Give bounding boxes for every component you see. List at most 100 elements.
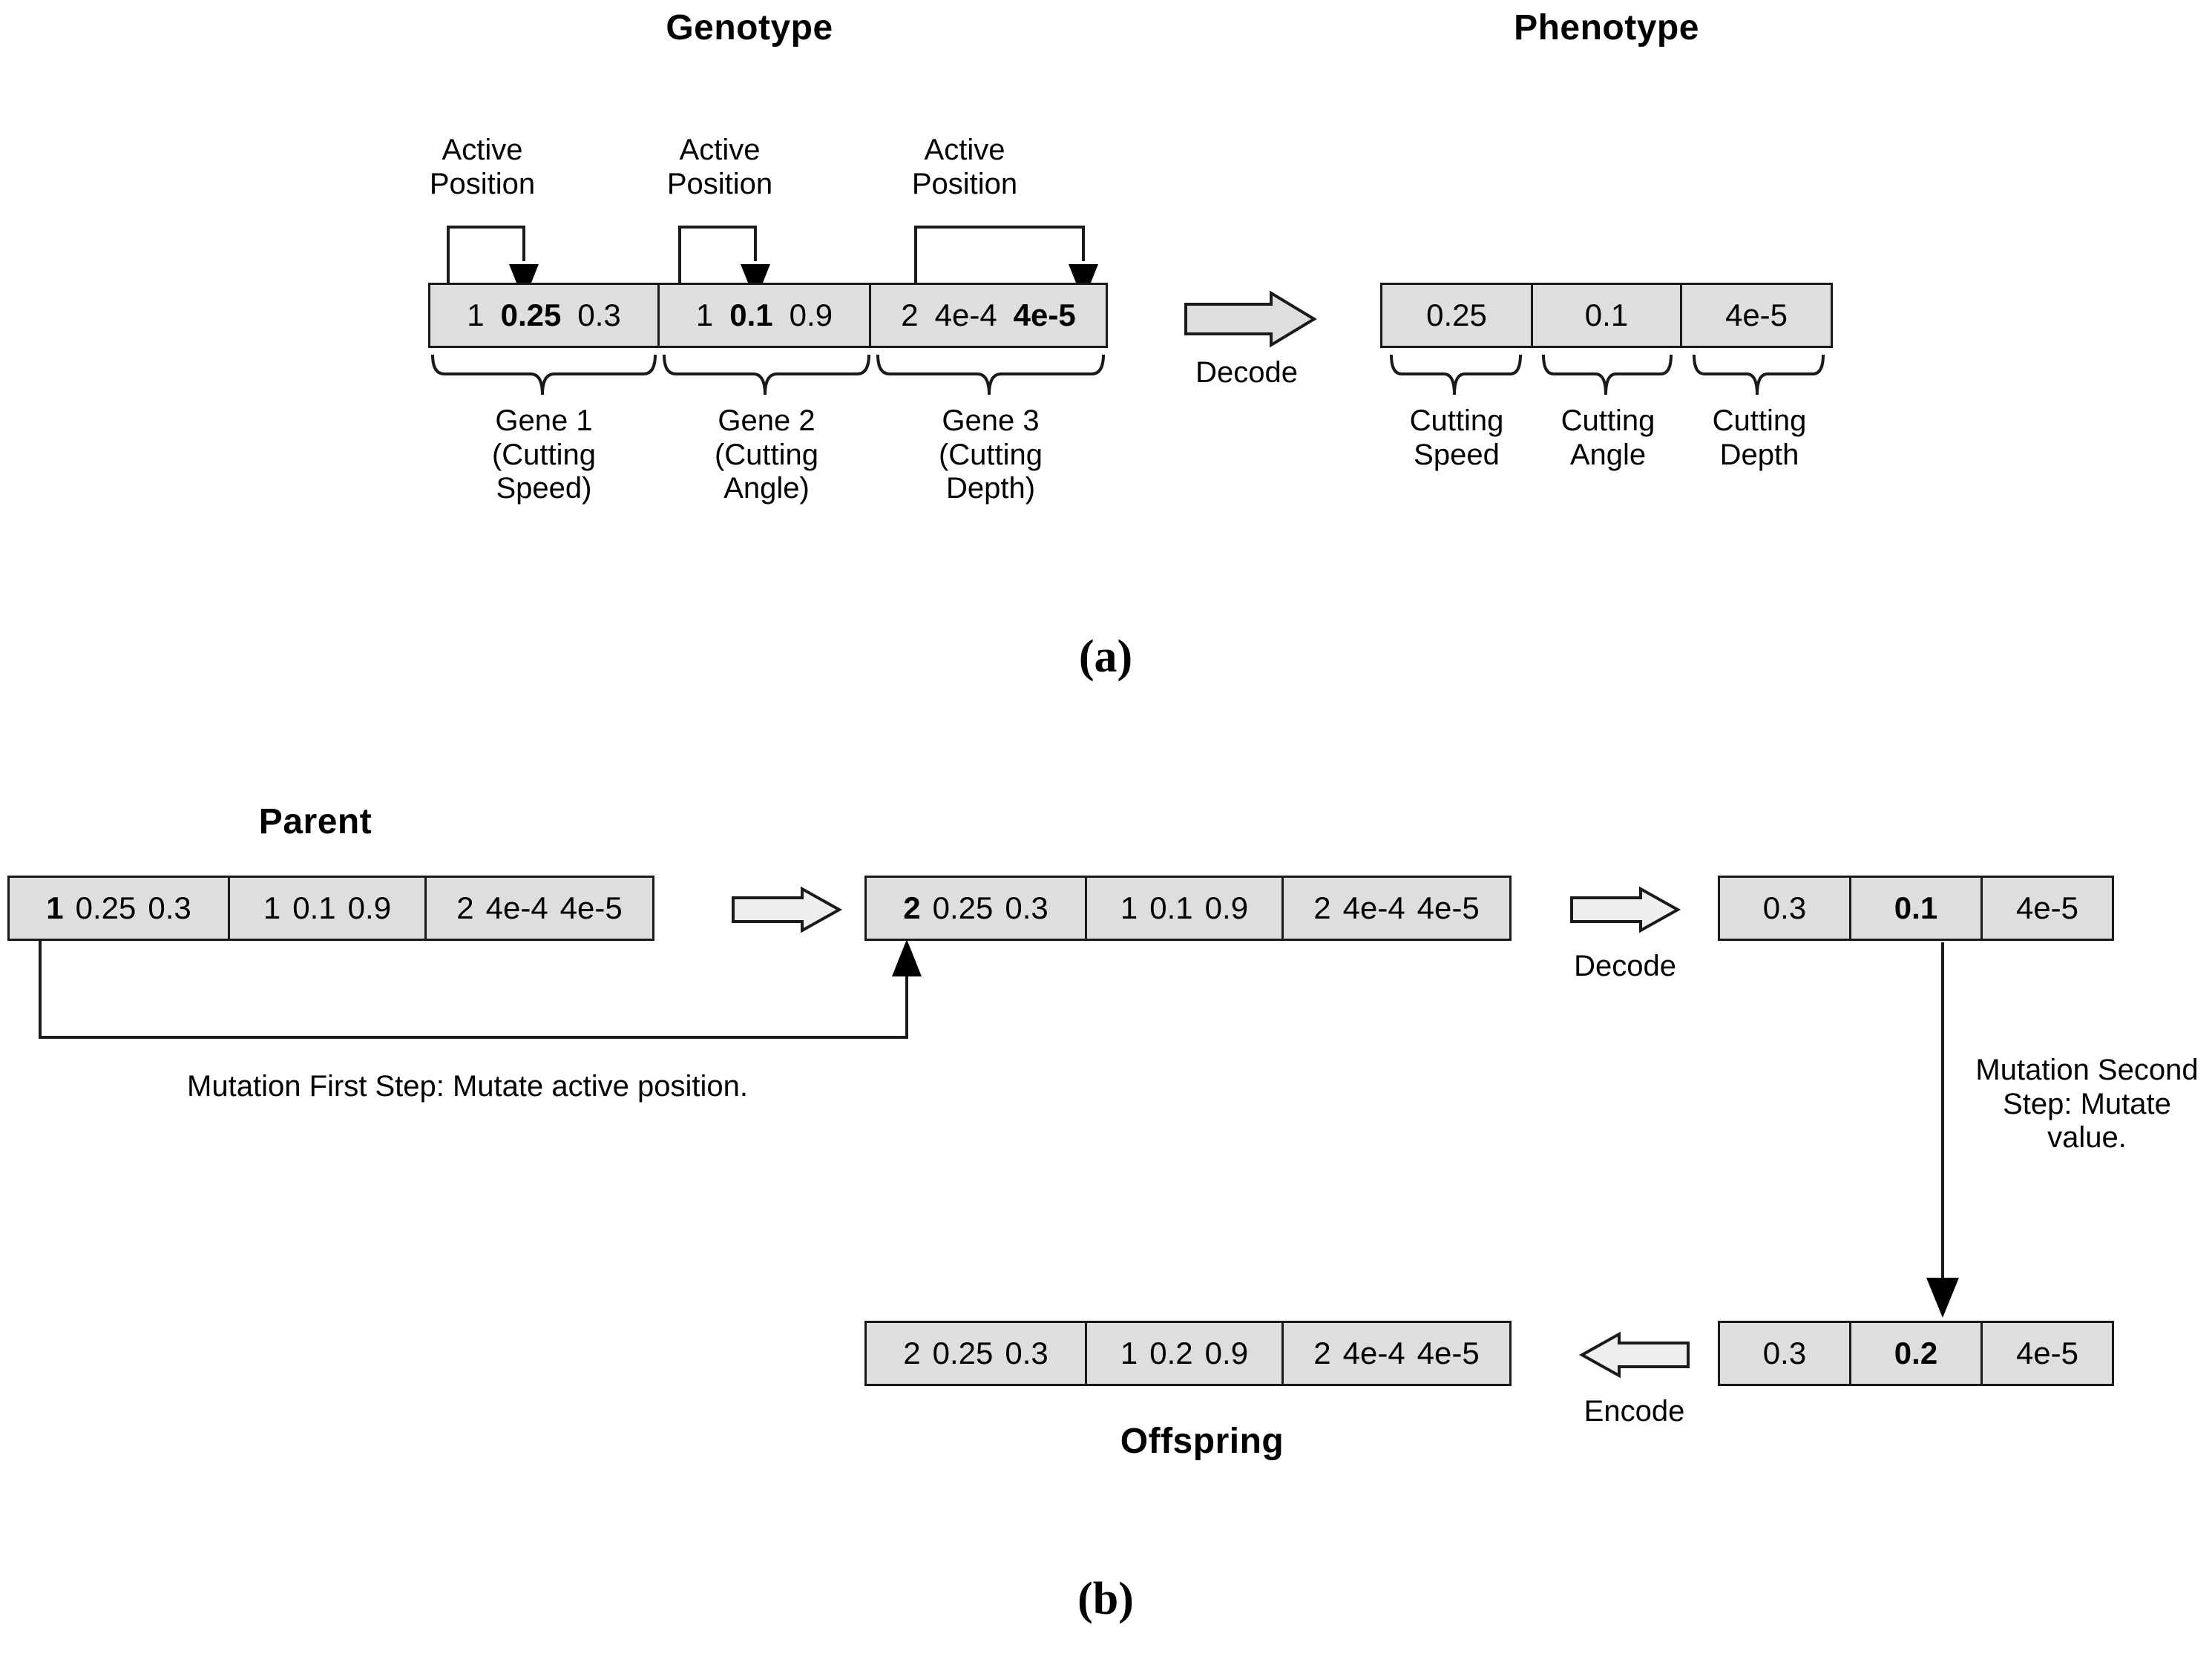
offspring-gene-1-value-1: 0.25: [932, 1336, 994, 1370]
phenotype-cell-cutting-angle[interactable]: 0.1: [1531, 283, 1682, 348]
mutate-arrow-b: [732, 886, 843, 933]
gene-2-value-2: 0.9: [789, 298, 833, 332]
mutation-first-step-connector: [39, 939, 922, 1039]
active-position-label-2-line1: Active: [679, 134, 761, 166]
gene-2-label-line2: (Cutting: [714, 438, 819, 471]
mutated-cell-2[interactable]: 0.2: [1849, 1321, 1983, 1386]
phenotype-cell-cutting-speed[interactable]: 0.25: [1380, 283, 1533, 348]
phenotype-label-1-line1: Cutting: [1409, 404, 1504, 437]
phenotype-value-1: 0.25: [1426, 298, 1487, 332]
encode-label: Encode: [1583, 1395, 1685, 1428]
mutated-value-1: 0.3: [1762, 1336, 1807, 1370]
offspring-gene-1-value-2: 0.3: [1005, 1336, 1048, 1370]
offspring-gene-3-value-1: 4e-4: [1342, 1336, 1405, 1370]
phenotype-brace-2: [1542, 354, 1673, 395]
phenotype-label-3-line2: Depth: [1719, 438, 1799, 471]
decoded-cell-3[interactable]: 4e-5: [1980, 876, 2114, 941]
mutation-first-step-label: Mutation First Step: Mutate active posit…: [187, 1070, 748, 1103]
mutation-second-step-line1: Mutation Second: [1975, 1054, 2199, 1086]
phenotype-row: 0.25 0.1 4e-5: [1380, 283, 1833, 348]
gene-2-label: Gene 2 (Cutting Angle): [663, 404, 870, 506]
gene-1-brace: [431, 354, 657, 395]
decode-arrow-b: [1570, 886, 1681, 933]
gene-3-brace: [876, 354, 1105, 395]
mutated-gene-1-active: 2: [903, 890, 921, 925]
mutation-second-step-line2: Step: Mutate: [2003, 1087, 2171, 1120]
offspring-gene-3[interactable]: 2 4e-4 4e-5: [1281, 1321, 1512, 1386]
gene-1-active-position: 1: [467, 298, 485, 332]
offspring-gene-3-value-2: 4e-5: [1417, 1336, 1480, 1370]
parent-gene-1-value-2: 0.3: [148, 890, 191, 925]
decoded-value-3: 4e-5: [2015, 890, 2079, 925]
offspring-gene-2-value-1: 0.2: [1149, 1336, 1193, 1370]
decoded-cell-1[interactable]: 0.3: [1718, 876, 1851, 941]
genotype-gene-1[interactable]: 1 0.25 0.3: [428, 283, 660, 348]
panel-b-caption: (b): [1077, 1574, 1134, 1624]
parent-gene-3[interactable]: 2 4e-4 4e-5: [424, 876, 654, 941]
gene-2-active-position: 1: [695, 298, 714, 332]
gene-1-label-line2: (Cutting: [491, 438, 597, 471]
active-position-label-3-line2: Position: [911, 167, 1018, 200]
active-position-label-3-line1: Active: [924, 134, 1005, 166]
decode-arrow-a: [1184, 290, 1317, 348]
phenotype-header: Phenotype: [1514, 8, 1699, 47]
gene-2-value-1: 0.1: [729, 298, 773, 332]
parent-gene-3-value-1: 4e-4: [485, 890, 548, 925]
active-position-label-1-line1: Active: [442, 134, 523, 166]
phenotype-brace-1: [1390, 354, 1522, 395]
mutated-gene-2-value-2: 0.9: [1204, 890, 1249, 925]
mutation-second-step-line3: value.: [2047, 1121, 2127, 1155]
gene-2-brace: [663, 354, 870, 395]
phenotype-label-3: Cutting Depth: [1690, 404, 1828, 472]
gene-3-value-2: 4e-5: [1013, 298, 1076, 332]
active-position-label-2: Active Position: [653, 134, 787, 201]
gene-1-value-1: 0.25: [500, 298, 562, 332]
mutated-cell-3[interactable]: 4e-5: [1980, 1321, 2114, 1386]
active-position-label-1: Active Position: [416, 134, 549, 201]
parent-gene-1-value-1: 0.25: [75, 890, 137, 925]
decoded-value-2: 0.1: [1894, 890, 1938, 925]
gene-1-label-line3: Speed): [496, 472, 592, 505]
phenotype-brace-3: [1693, 354, 1825, 395]
mutated-value-2: 0.2: [1894, 1336, 1938, 1370]
gene-1-label: Gene 1 (Cutting Speed): [433, 404, 655, 506]
gene-2-label-line3: Angle): [723, 472, 810, 505]
phenotype-label-2: Cutting Angle: [1540, 404, 1676, 472]
parent-gene-2-value-1: 0.1: [292, 890, 336, 925]
mutated-gene-3-value-2: 4e-5: [1417, 890, 1480, 925]
parent-gene-3-active: 2: [456, 890, 474, 925]
genotype-gene-2[interactable]: 1 0.1 0.9: [657, 283, 871, 348]
mutated-gene-1-value-2: 0.3: [1005, 890, 1048, 925]
offspring-gene-2-value-2: 0.9: [1204, 1336, 1249, 1370]
decoded-cell-2[interactable]: 0.1: [1849, 876, 1983, 941]
gene-3-value-1: 4e-4: [934, 298, 997, 332]
decoded-value-1: 0.3: [1762, 890, 1807, 925]
phenotype-label-2-line1: Cutting: [1560, 404, 1655, 437]
phenotype-value-2: 0.1: [1584, 298, 1629, 332]
active-position-label-3: Active Position: [898, 134, 1031, 201]
gene-3-label: Gene 3 (Cutting Depth): [879, 404, 1102, 506]
gene-1-value-2: 0.3: [577, 298, 621, 332]
phenotype-cell-cutting-depth[interactable]: 4e-5: [1680, 283, 1833, 348]
offspring-title: Offspring: [1120, 1422, 1284, 1461]
phenotype-label-1: Cutting Speed: [1388, 404, 1526, 472]
mutated-gene-3-active: 2: [1313, 890, 1331, 925]
mutated-cell-1[interactable]: 0.3: [1718, 1321, 1851, 1386]
parent-gene-3-value-2: 4e-5: [559, 890, 623, 925]
decode-label-a: Decode: [1195, 356, 1298, 389]
phenotype-label-2-line2: Angle: [1569, 438, 1647, 471]
offspring-gene-3-active: 2: [1313, 1336, 1331, 1370]
gene-3-label-line2: (Cutting: [938, 438, 1043, 471]
gene-2-label-line1: Gene 2: [718, 404, 815, 437]
parent-title: Parent: [258, 802, 373, 841]
